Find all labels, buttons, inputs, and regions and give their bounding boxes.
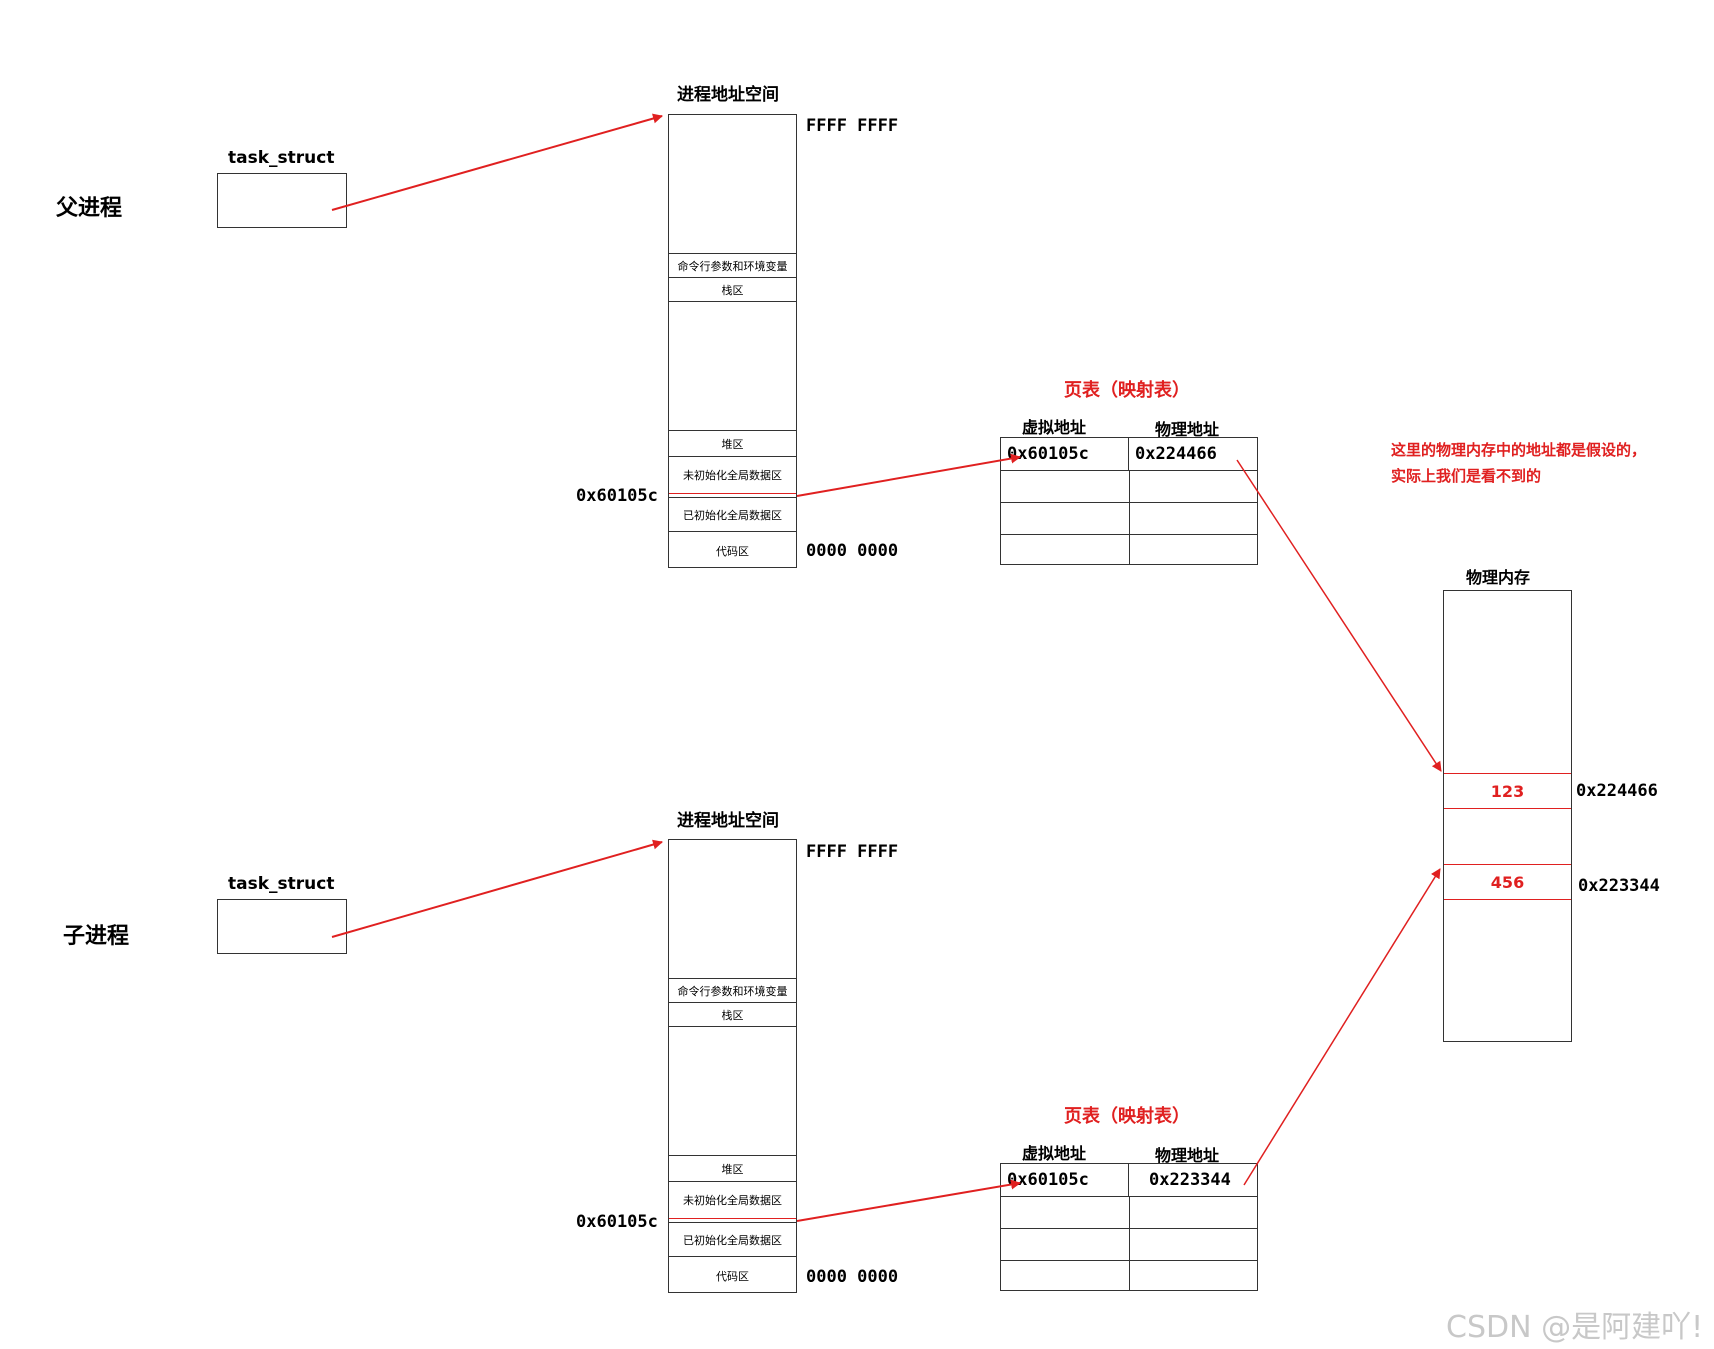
child-pt-col-physical: 物理地址 xyxy=(1155,1146,1220,1165)
physical-memory-box: 123 456 xyxy=(1443,590,1572,1042)
arrow-parent-task-to-space xyxy=(331,113,663,211)
arrow-child-var-to-pagetable xyxy=(796,1179,1021,1222)
parent-seg-gap xyxy=(669,301,796,302)
child-pt-col-virtual: 虚拟地址 xyxy=(1022,1144,1087,1163)
child-pt-physical: 0x223344 xyxy=(1149,1170,1231,1190)
physical-cell-1-addr: 0x224466 xyxy=(1576,781,1658,801)
parent-addr-space-title: 进程地址空间 xyxy=(677,85,779,105)
child-top-addr: FFFF FFFF xyxy=(806,842,899,862)
parent-seg-code: 代码区 xyxy=(669,531,796,569)
watermark: CSDN @是阿建吖! xyxy=(1446,1310,1704,1345)
parent-task-struct-label: task_struct xyxy=(228,148,335,168)
parent-top-addr: FFFF FFFF xyxy=(806,116,899,136)
parent-page-table: 0x60105c 0x224466 xyxy=(1000,437,1258,565)
parent-seg-data: 已初始化全局数据区 xyxy=(669,497,796,531)
arrow-parent-pagetable-to-memory xyxy=(1236,459,1442,772)
child-seg-bss: 未初始化全局数据区 xyxy=(669,1181,796,1218)
child-page-table-title: 页表（映射表） xyxy=(1064,1106,1190,1127)
child-seg-args-env: 命令行参数和环境变量 xyxy=(669,978,796,1002)
child-seg-data: 已初始化全局数据区 xyxy=(669,1222,796,1256)
child-var-marker xyxy=(669,1218,796,1222)
child-task-struct-label: task_struct xyxy=(228,874,335,894)
parent-seg-bss: 未初始化全局数据区 xyxy=(669,456,796,493)
parent-seg-args-env: 命令行参数和环境变量 xyxy=(669,253,796,277)
physical-cell-2-addr: 0x223344 xyxy=(1578,876,1660,896)
child-bottom-addr: 0000 0000 xyxy=(806,1267,899,1287)
arrow-child-pagetable-to-memory xyxy=(1243,868,1441,1186)
child-pt-col-divider xyxy=(1129,1196,1130,1290)
parent-pt-col-physical: 物理地址 xyxy=(1155,420,1220,439)
arrow-parent-var-to-pagetable xyxy=(796,453,1021,497)
child-process-label: 子进程 xyxy=(63,924,130,949)
child-seg-gap xyxy=(669,1026,796,1027)
child-var-addr: 0x60105c xyxy=(576,1212,658,1232)
child-seg-code: 代码区 xyxy=(669,1256,796,1294)
physical-memory-note: 这里的物理内存中的地址都是假设的，实际上我们是看不到的 xyxy=(1391,441,1647,485)
child-task-struct-box xyxy=(217,899,347,954)
child-address-space: 命令行参数和环境变量 栈区 堆区 未初始化全局数据区 已初始化全局数据区 代码区 xyxy=(668,839,797,1293)
parent-task-struct-box xyxy=(217,173,347,228)
parent-page-table-title: 页表（映射表） xyxy=(1064,380,1190,401)
child-page-table: 0x60105c 0x223344 xyxy=(1000,1163,1258,1291)
parent-bottom-addr: 0000 0000 xyxy=(806,541,899,561)
parent-var-marker xyxy=(669,493,796,497)
child-pt-virtual: 0x60105c xyxy=(1001,1164,1129,1196)
child-addr-space-title: 进程地址空间 xyxy=(677,811,779,831)
parent-var-addr: 0x60105c xyxy=(576,486,658,506)
parent-pt-col-divider xyxy=(1129,470,1130,564)
physical-cell-1: 123 xyxy=(1444,773,1571,809)
parent-pt-virtual: 0x60105c xyxy=(1001,438,1129,470)
parent-pt-col-virtual: 虚拟地址 xyxy=(1022,418,1087,437)
parent-pt-physical: 0x224466 xyxy=(1135,444,1217,464)
parent-seg-heap: 堆区 xyxy=(669,430,796,456)
physical-cell-2: 456 xyxy=(1444,864,1571,900)
physical-memory-title: 物理内存 xyxy=(1466,568,1531,587)
parent-process-label: 父进程 xyxy=(56,196,123,221)
arrow-child-task-to-space xyxy=(331,839,663,938)
parent-seg-stack: 栈区 xyxy=(669,277,796,301)
child-seg-stack: 栈区 xyxy=(669,1002,796,1026)
child-seg-heap: 堆区 xyxy=(669,1155,796,1181)
parent-address-space: 命令行参数和环境变量 栈区 堆区 未初始化全局数据区 已初始化全局数据区 代码区 xyxy=(668,114,797,568)
